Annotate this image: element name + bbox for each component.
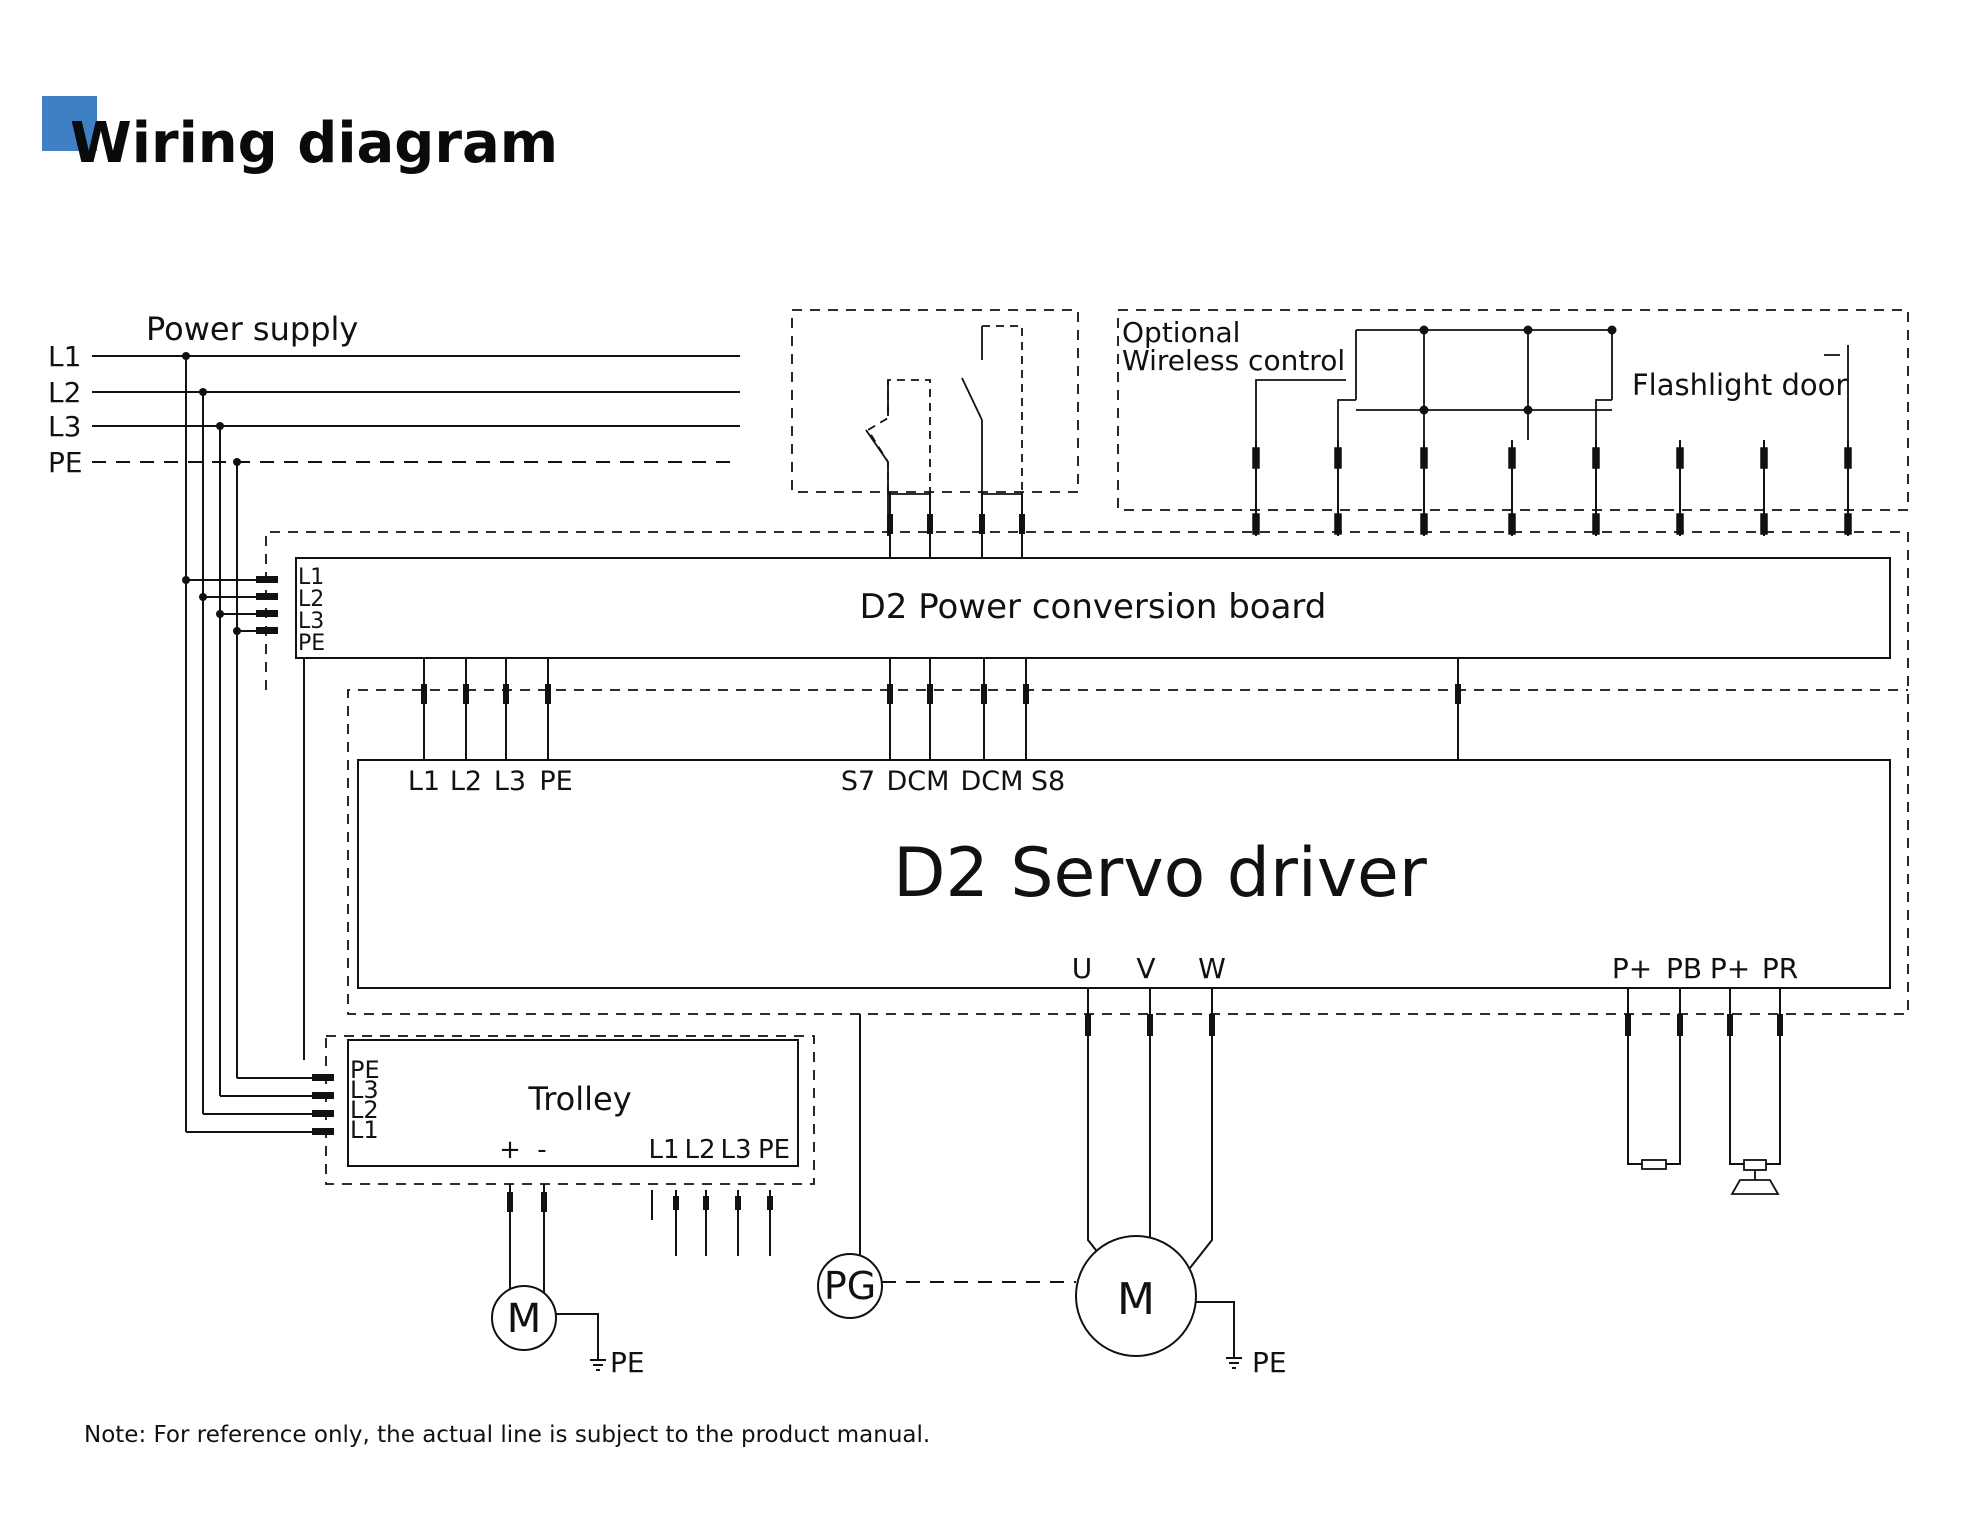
servo-terminal-p-plus-1: P+ [1612, 952, 1652, 985]
trolley-input-l1: L1 [350, 1116, 379, 1144]
servo-motor [1075, 1235, 1197, 1357]
encoder-label: PG [824, 1264, 876, 1308]
wireless-junction-dots [1419, 325, 1617, 415]
servo-terminal-u: U [1072, 952, 1093, 985]
power-board-input-l3: L3 [298, 609, 324, 634]
control-cabinet-frame [265, 531, 1909, 1015]
title-accent-square [42, 96, 97, 151]
servo-terminal-dcm-1: DCM [887, 766, 950, 797]
flashlight-door-label: Flashlight door [1632, 368, 1847, 402]
servo-terminal-l1: L1 [408, 766, 440, 797]
braking-resistor [1641, 1159, 1667, 1170]
board-connector-pins [421, 514, 1461, 704]
servo-terminal-pe: PE [539, 766, 572, 797]
supply-junction-dots [182, 352, 241, 635]
servo-terminal-w: W [1198, 952, 1226, 985]
wireless-control-box [1117, 309, 1909, 511]
servo-terminal-pb: PB [1666, 952, 1702, 985]
servo-output-wires [859, 988, 1781, 1269]
wireless-connector-pins [1252, 447, 1852, 535]
trolley-motor-pe-label: PE [610, 1346, 645, 1379]
supply-label-pe: PE [48, 446, 83, 479]
trolley-terminal-minus: - [537, 1135, 546, 1165]
wireless-label-line2: Wireless control [1122, 344, 1345, 377]
power-board-input-pe: PE [298, 631, 325, 656]
ground-icon [590, 1359, 606, 1371]
trolley-output-l1: L1 [648, 1135, 679, 1165]
supply-label-l2: L2 [48, 376, 81, 409]
trolley-output-l3: L3 [720, 1135, 751, 1165]
trolley-motor-ground-wire [556, 1313, 599, 1360]
brake-coil [1730, 1159, 1780, 1195]
wireless-label-line1: Optional [1122, 316, 1240, 349]
trolley-motor [491, 1285, 557, 1351]
trolley-input-l2: L2 [350, 1096, 379, 1124]
servo-terminal-pr: PR [1762, 952, 1798, 985]
board-to-servo-wires [303, 492, 1459, 1060]
trolley-motor-label: M [507, 1296, 542, 1342]
servo-driver-label: D2 Servo driver [893, 834, 1427, 913]
trolley-input-l3: L3 [350, 1076, 379, 1104]
door-switch-box [791, 309, 1079, 536]
power-supply [92, 355, 740, 1133]
servo-driver [357, 759, 1891, 989]
trolley-output-l2: L2 [684, 1135, 715, 1165]
trolley-label: Trolley [527, 1080, 631, 1118]
power-board-input-pins [256, 576, 278, 634]
power-board-input-l1: L1 [298, 565, 324, 590]
power-conversion-board [295, 557, 1891, 659]
servo-terminal-v: V [1136, 952, 1155, 985]
page-title: Wiring diagram [70, 111, 558, 176]
servo-output-pins [1085, 1014, 1783, 1036]
trolley-terminal-plus: + [499, 1135, 521, 1165]
trolley-input-pe: PE [350, 1056, 380, 1084]
wireless-to-board-wires [1255, 440, 1849, 536]
power-board-label: D2 Power conversion board [860, 587, 1327, 627]
servo-terminal-dcm-2: DCM [961, 766, 1024, 797]
supply-label-l3: L3 [48, 410, 81, 443]
servo-terminal-l2: L2 [450, 766, 482, 797]
supply-label-l1: L1 [48, 340, 81, 373]
power-board-input-l2: L2 [298, 587, 324, 612]
trolley-output-wires [509, 1184, 771, 1316]
servo-terminal-l3: L3 [494, 766, 526, 797]
servo-motor-ground-wire [1196, 1301, 1235, 1358]
trolley-input-pins [312, 1074, 334, 1135]
servo-terminal-p-plus-2: P+ [1710, 952, 1750, 985]
servo-motor-label: M [1117, 1274, 1155, 1325]
servo-terminal-s8: S8 [1031, 766, 1065, 797]
trolley-output-pins [507, 1192, 773, 1212]
trolley-output-pe: PE [758, 1135, 790, 1165]
trolley-box [347, 1039, 799, 1167]
servo-terminal-s7: S7 [841, 766, 875, 797]
footnote: Note: For reference only, the actual lin… [84, 1422, 930, 1448]
power-supply-label: Power supply [146, 310, 358, 348]
encoder [817, 1253, 883, 1319]
servo-motor-pe-label: PE [1252, 1346, 1287, 1379]
ground-icon [1226, 1357, 1242, 1369]
